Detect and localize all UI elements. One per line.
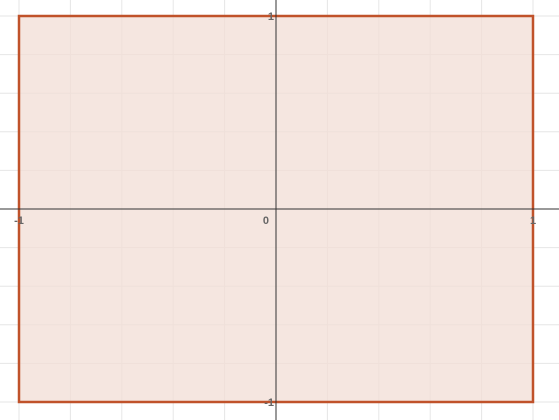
y-tick-label: -1 (264, 397, 274, 409)
y-tick-label: 1 (268, 11, 274, 23)
tick-labels: -1 0 1 -1 1 (14, 11, 536, 409)
x-tick-label: -1 (14, 215, 24, 227)
x-tick-label: 1 (530, 215, 536, 227)
origin-label: 0 (263, 215, 269, 227)
